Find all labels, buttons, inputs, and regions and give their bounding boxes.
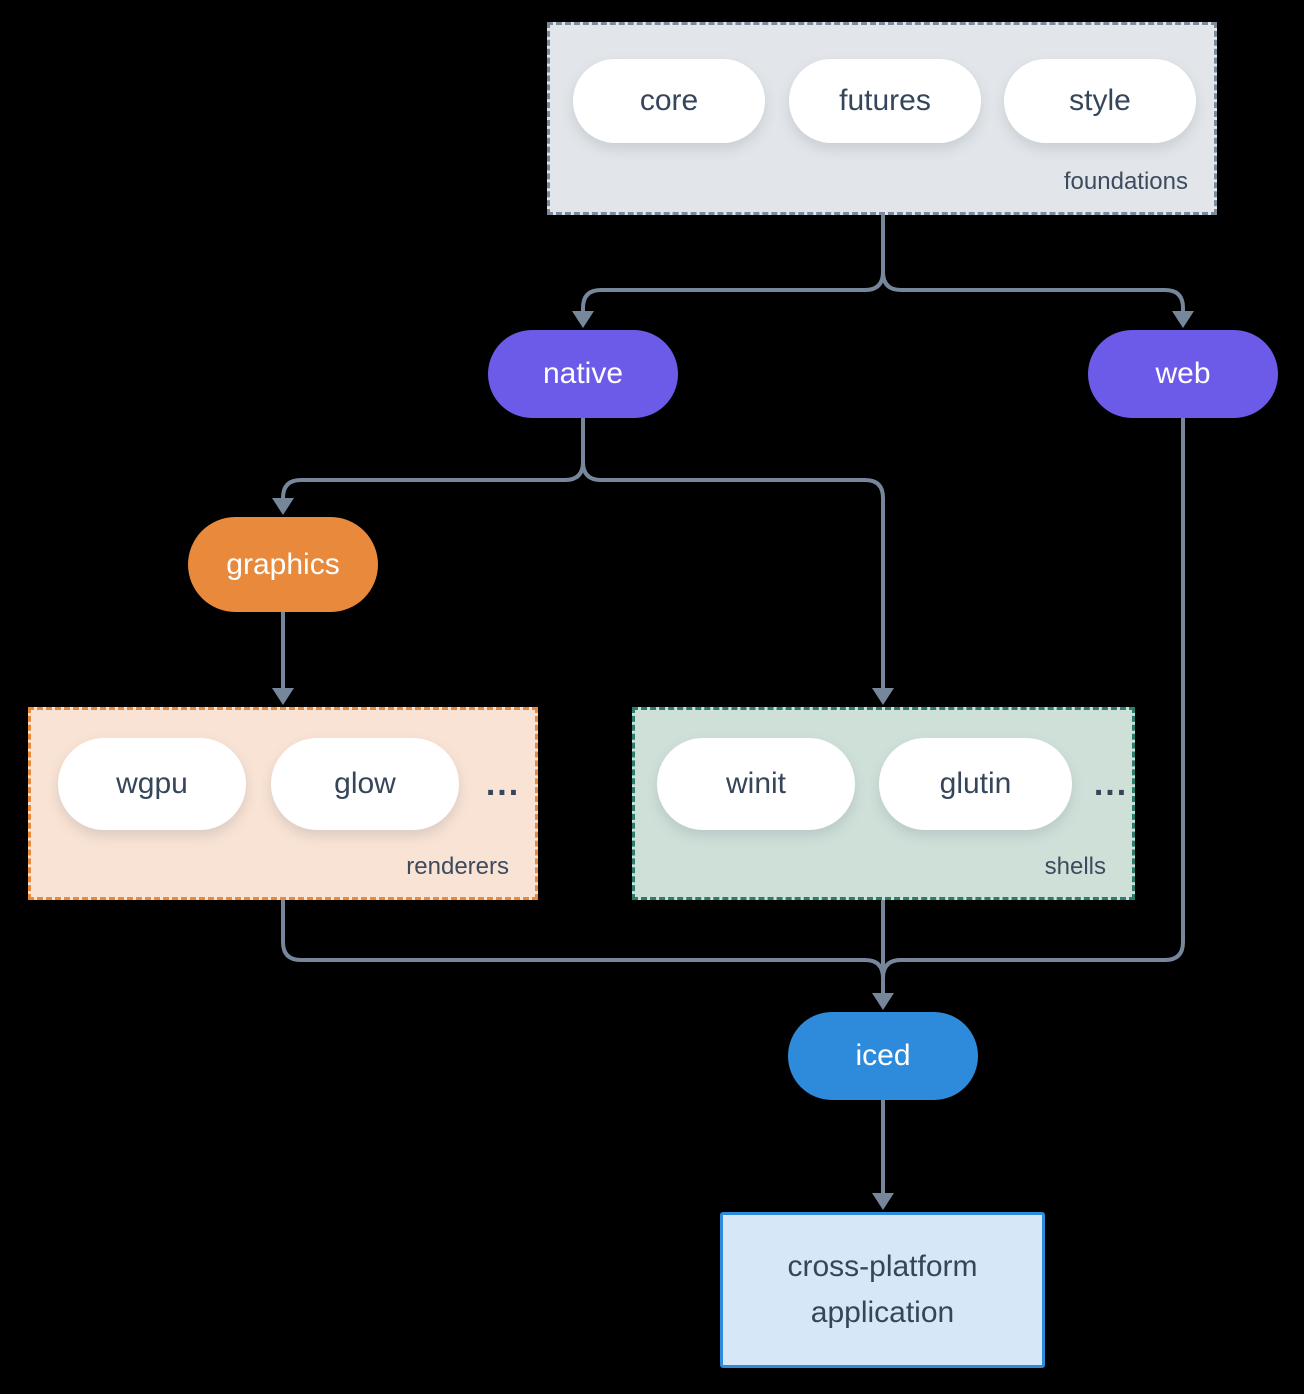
node-wgpu: wgpu (58, 738, 246, 830)
node-core: core (573, 59, 765, 143)
group-renderers: wgpu glow ... renderers (28, 707, 538, 900)
node-native: native (488, 330, 678, 418)
node-graphics: graphics (188, 517, 378, 612)
node-glutin: glutin (879, 738, 1072, 830)
node-web-label: web (1155, 357, 1211, 390)
node-winit: winit (657, 738, 855, 830)
arrowhead-native (572, 311, 594, 328)
group-foundations-label: foundations (1063, 168, 1188, 195)
arrowhead-shells (872, 688, 894, 705)
renderers-ellipsis: ... (485, 764, 521, 803)
group-foundations: core futures style foundations (547, 22, 1217, 215)
edge-web-iced (881, 418, 1185, 979)
edge-native-shells (581, 418, 885, 692)
arrowhead-graphics (272, 498, 294, 515)
edge-foundations-web (881, 215, 1185, 315)
node-glow: glow (271, 738, 459, 830)
node-glutin-label: glutin (939, 767, 1012, 800)
edge-native-graphics (281, 418, 585, 502)
arrowhead-app (872, 1193, 894, 1210)
node-style: style (1004, 59, 1196, 143)
node-native-label: native (542, 357, 624, 390)
app-label-line2: application (810, 1296, 955, 1329)
group-shells-label: shells (1044, 853, 1106, 880)
arrowhead-iced (872, 993, 894, 1010)
arrowhead-renderers (272, 688, 294, 705)
edge-renderers-iced (281, 900, 885, 979)
node-iced: iced (788, 1012, 978, 1100)
node-core-label: core (639, 84, 699, 117)
shells-ellipsis: ... (1093, 764, 1129, 803)
edge-foundations-native (581, 215, 885, 315)
node-futures-label: futures (839, 84, 931, 117)
node-cross-platform-application: cross-platform application (720, 1212, 1045, 1368)
arrowhead-web (1172, 311, 1194, 328)
app-label-line1: cross-platform (787, 1250, 978, 1283)
node-futures: futures (789, 59, 981, 143)
node-winit-label: winit (725, 767, 786, 800)
node-wgpu-label: wgpu (116, 767, 188, 800)
node-iced-label: iced (855, 1039, 911, 1072)
node-glow-label: glow (334, 767, 396, 800)
group-renderers-label: renderers (406, 853, 509, 880)
node-web: web (1088, 330, 1278, 418)
group-shells: winit glutin ... shells (632, 707, 1135, 900)
node-graphics-label: graphics (226, 547, 340, 581)
node-style-label: style (1069, 84, 1131, 117)
